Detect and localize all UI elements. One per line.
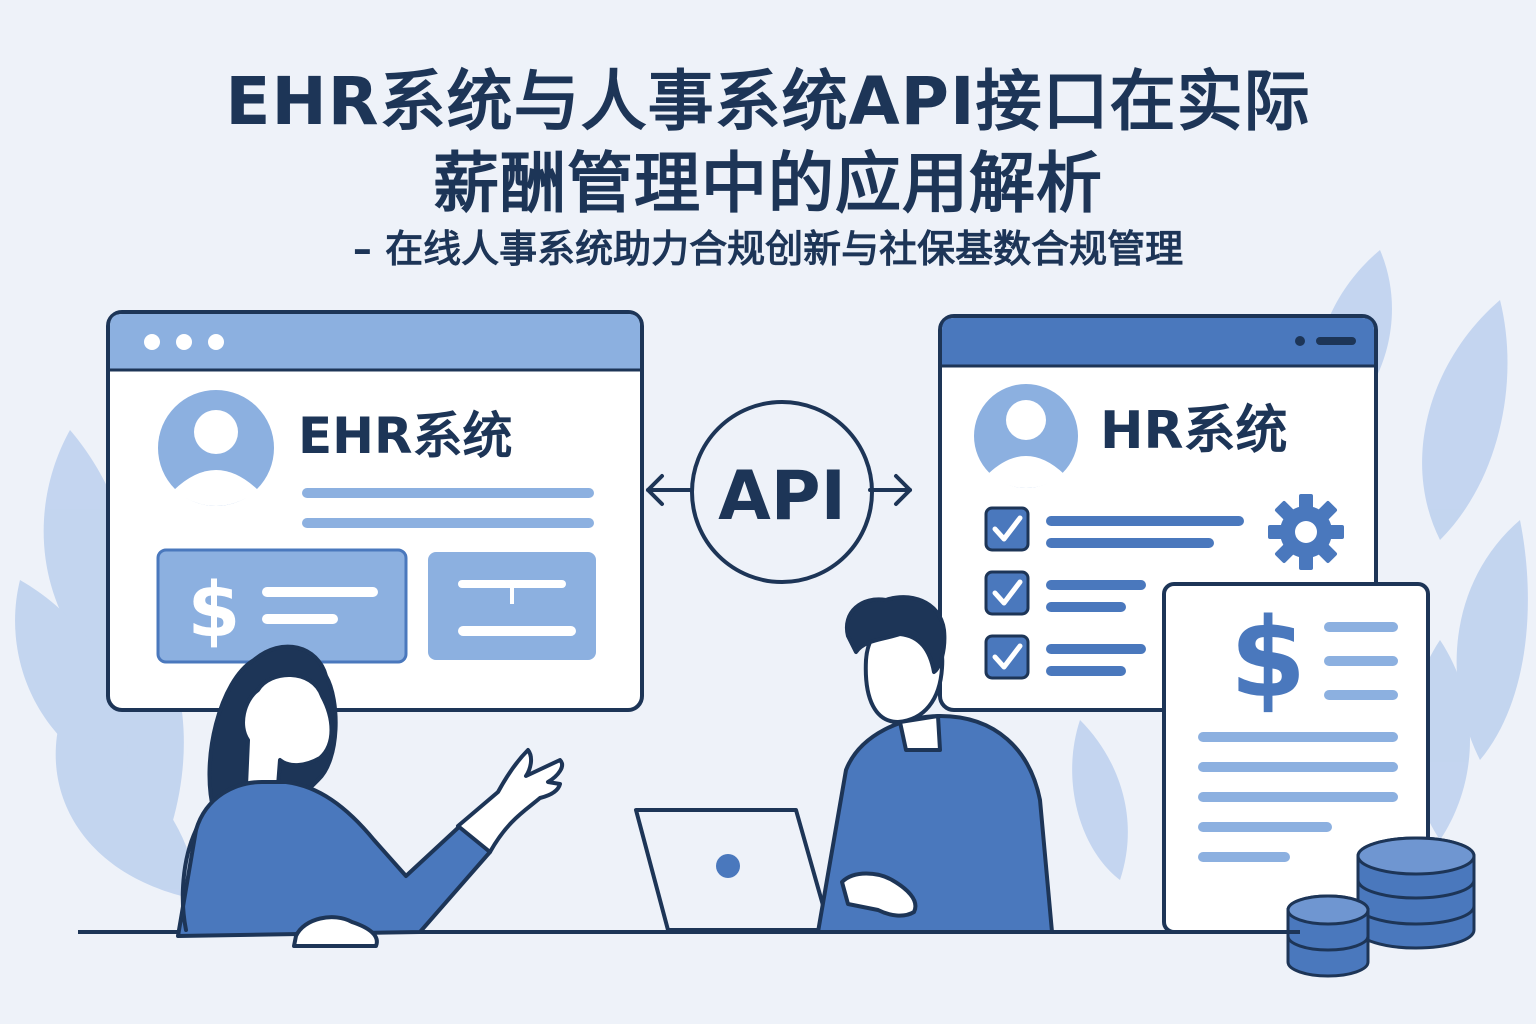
hr-window-title: HR系统 bbox=[1100, 401, 1288, 461]
page-subtitle: – 在线人事系统助力合规创新与社保基数合规管理 bbox=[352, 227, 1184, 271]
ehr-window: EHR系统 $ bbox=[106, 310, 644, 712]
coin-stack-icon bbox=[1286, 836, 1476, 978]
window-dot-icon bbox=[208, 334, 224, 350]
avatar-icon bbox=[158, 390, 274, 506]
window-bar-icon bbox=[1316, 337, 1356, 345]
window-dot-icon bbox=[144, 334, 160, 350]
woman-figure bbox=[176, 644, 565, 948]
laptop-icon bbox=[634, 808, 832, 932]
avatar-icon bbox=[974, 384, 1078, 488]
window-dot-icon bbox=[176, 334, 192, 350]
checkbox-icon bbox=[984, 634, 1030, 680]
info-card bbox=[428, 552, 596, 660]
man-figure bbox=[816, 595, 1054, 934]
dollar-icon: $ bbox=[1230, 594, 1307, 722]
double-arrow-icon bbox=[646, 474, 912, 506]
page-title-line1: EHR系统与人事系统API接口在实际 bbox=[225, 63, 1311, 140]
api-label: API bbox=[718, 457, 846, 536]
gear-icon bbox=[1268, 494, 1344, 570]
dollar-icon: $ bbox=[188, 565, 241, 654]
payroll-document: $ bbox=[1162, 582, 1430, 934]
checkbox-icon bbox=[984, 506, 1030, 552]
page-title-line2: 薪酬管理中的应用解析 bbox=[433, 145, 1103, 222]
checkbox-icon bbox=[984, 570, 1030, 616]
ehr-window-title: EHR系统 bbox=[298, 407, 513, 465]
window-dot-icon bbox=[1295, 336, 1305, 346]
api-connector: API bbox=[646, 400, 912, 584]
